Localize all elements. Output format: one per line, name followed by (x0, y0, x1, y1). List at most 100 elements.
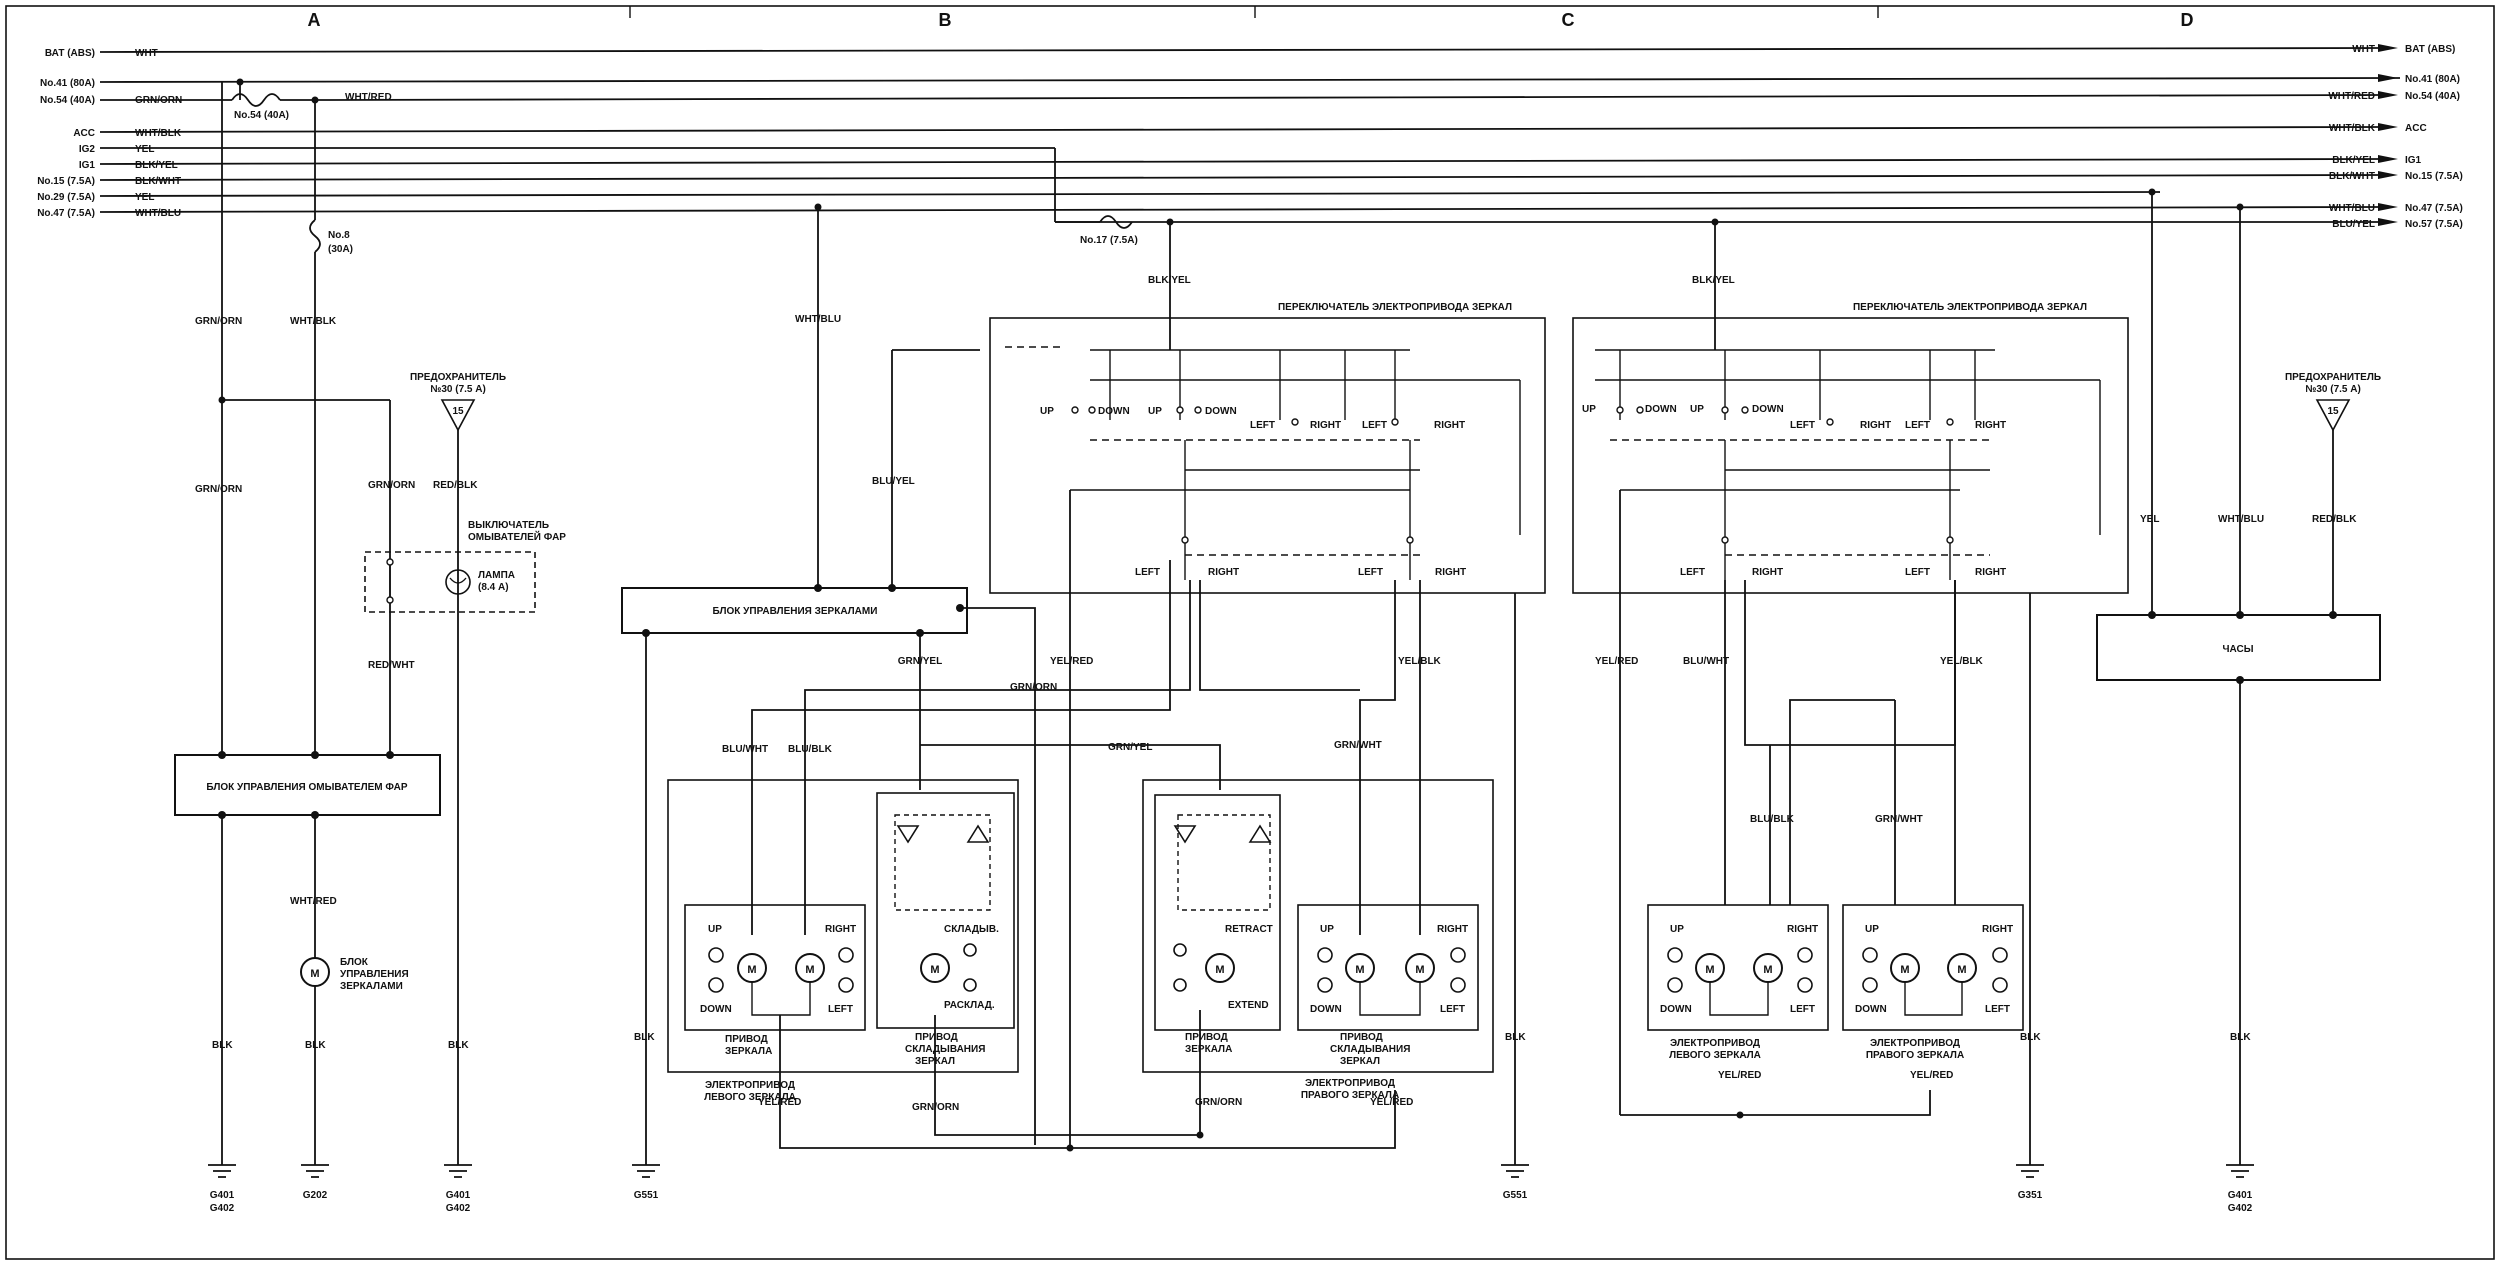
elec-left-label-a: ЭЛЕКТРОПРИВОД (705, 1080, 795, 1091)
fuse-8 (309, 219, 321, 253)
ra-left: LEFT (1440, 1004, 1465, 1015)
diagram-border (5, 5, 2495, 1260)
sw-left-right-1: RIGHT (1310, 420, 1341, 431)
grounds-c: G351 (2016, 1164, 2044, 1201)
fuse-triangle-a: ПРЕДОХРАНИТЕЛЬ №30 (7.5 А) 15 (410, 372, 506, 432)
fuse-8-label-a: No.8 (328, 230, 350, 241)
ground-g551-b: G551 (1503, 1190, 1528, 1201)
wire-grn-orn-b2: GRN/ORN (912, 1102, 959, 1113)
left-label-ig1: IG1 (79, 160, 96, 171)
wire-blu-yel-b: BLU/YEL (872, 476, 915, 487)
wire-blk-a2: BLK (305, 1040, 326, 1051)
mirror-unit-label-b: УПРАВЛЕНИЯ (340, 969, 409, 980)
left-label-no15: No.15 (7.5A) (37, 176, 95, 187)
fold-motor-left: M (930, 964, 939, 976)
column-c-lower-wires: YEL/RED BLU/WHT YEL/BLK BLU/BLK GRN/WHT … (1595, 490, 2041, 1165)
lc-right: RIGHT (1787, 924, 1818, 935)
la-motor-2: M (805, 964, 814, 976)
fuse-54: No.54 (40A) WHT/RED (231, 92, 392, 121)
left-wire-wht-blu: WHT/BLU (135, 208, 181, 219)
ground-g202: G202 (303, 1190, 328, 1201)
ground-g401-a: G401 (210, 1190, 235, 1201)
sw-left-right-4: RIGHT (1435, 567, 1466, 578)
fold-drive-label-a: ПРИВОД (915, 1032, 958, 1043)
lc-motor-1: M (1705, 964, 1714, 976)
left-wire-wht: WHT (135, 48, 158, 59)
motor-a-m: M (310, 968, 319, 980)
switch-title-right: ПЕРЕКЛЮЧАТЕЛЬ ЭЛЕКТРОПРИВОДА ЗЕРКАЛ (1853, 302, 2087, 313)
right-label-no15: No.15 (7.5A) (2405, 171, 2463, 182)
la-left: LEFT (828, 1004, 853, 1015)
left-power-labels: ВАТ (ABS) No.41 (80A) No.54 (40A) ACC IG… (37, 48, 182, 219)
left-label-no47: No.47 (7.5A) (37, 208, 95, 219)
sw-right-left-3: LEFT (1680, 567, 1705, 578)
extend-label: EXTEND (1228, 1000, 1269, 1011)
sw-left-right-3: RIGHT (1208, 567, 1239, 578)
ground-g402-b: G402 (446, 1203, 471, 1214)
switch-label-a: ВЫКЛЮЧАТЕЛЬ (468, 520, 549, 531)
elec-right-label-c: ЭЛЕКТРОПРИВОД (1870, 1038, 1960, 1049)
wire-blk-a1: BLK (212, 1040, 233, 1051)
left-label-ig2: IG2 (79, 144, 96, 155)
clock-label: ЧАСЫ (2222, 644, 2253, 655)
power-rails (99, 44, 2401, 226)
ground-g401-d: G401 (2228, 1190, 2253, 1201)
la-motor-1: M (747, 964, 756, 976)
ra-fold-drive-a: ПРИВОД (1340, 1032, 1383, 1043)
wire-blk-yel-c: BLK/YEL (1692, 275, 1735, 286)
wire-blk-b: BLK (634, 1032, 655, 1043)
ground-g401-b: G401 (446, 1190, 471, 1201)
wire-blu-blk-b: BLU/BLK (788, 744, 833, 755)
lc-down: DOWN (1660, 1004, 1692, 1015)
fuse-17 (1099, 215, 1133, 229)
right-power-labels: BAT (ABS) No.41 (80A) No.54 (40A) ACC IG… (2328, 44, 2462, 230)
right-wire-wht: WHT (2352, 44, 2375, 55)
washer-unit-label: БЛОК УПРАВЛЕНИЯ ОМЫВАТЕЛЕМ ФАР (206, 782, 407, 793)
predo-d-label-b: №30 (7.5 А) (2305, 384, 2361, 395)
ra-right: RIGHT (1437, 924, 1468, 935)
mirror-control-unit: БЛОК УПРАВЛЕНИЯ ЗЕРКАЛАМИ (621, 584, 968, 637)
elec-right-label-d: ПРАВОГО ЗЕРКАЛА (1866, 1050, 1964, 1061)
left-label-acc: ACC (73, 128, 95, 139)
sw-left-left-2: LEFT (1362, 420, 1387, 431)
la-right: RIGHT (825, 924, 856, 935)
fuse-54-label: No.54 (40A) (234, 110, 289, 121)
right-label-no57: No.57 (7.5A) (2405, 219, 2463, 230)
wire-grn-orn-a1: GRN/ORN (195, 316, 242, 327)
elec-right-label-b: ПРАВОГО ЗЕРКАЛА (1301, 1090, 1399, 1101)
mirror-unit-label-c: ЗЕРКАЛАМИ (340, 981, 403, 992)
wire-grn-wht-b: GRN/WHT (1334, 740, 1382, 751)
right-mirror-actuator-c: UP RIGHT DOWN LEFT M M ЭЛЕКТРОПРИВОД ПРА… (1842, 904, 2024, 1061)
wire-blu-wht-b: BLU/WHT (722, 744, 768, 755)
sw-right-right-4: RIGHT (1975, 567, 2006, 578)
fold-label-left: СКЛАДЫВ. (944, 924, 999, 935)
sw-left-left-4: LEFT (1358, 567, 1383, 578)
wire-yel-red-c2: YEL/RED (1718, 1070, 1761, 1081)
right-wire-blu-yel: BLU/YEL (2332, 219, 2375, 230)
fold-drive-label-c: ЗЕРКАЛ (915, 1056, 955, 1067)
wire-wht-red-label: WHT/RED (345, 92, 392, 103)
sw-right-right-2: RIGHT (1975, 420, 2006, 431)
column-headers: A B C D (308, 6, 2194, 30)
sw-left-left-1: LEFT (1250, 420, 1275, 431)
column-b: B (939, 10, 952, 30)
sw-right-left-1: LEFT (1790, 420, 1815, 431)
sw-left-left-3: LEFT (1135, 567, 1160, 578)
wire-grn-orn-b3: GRN/ORN (1195, 1097, 1242, 1108)
left-mirror-actuator: ЭЛЕКТРОПРИВОД ЛЕВОГО ЗЕРКАЛА UP RIGHT DO… (667, 779, 1019, 1103)
sw-right-up-2: UP (1690, 404, 1704, 415)
wire-yel-red-c3: YEL/RED (1910, 1070, 1953, 1081)
predo-d-label: ПРЕДОХРАНИТЕЛЬ (2285, 372, 2381, 383)
predo-d-num: 15 (2327, 406, 2339, 417)
ground-g351: G351 (2018, 1190, 2043, 1201)
left-label-no41: No.41 (80A) (40, 78, 95, 89)
fold-drive-label-b: СКЛАДЫВАНИЯ (905, 1044, 985, 1055)
la-down: DOWN (700, 1004, 732, 1015)
wire-wht-blu-d: WHT/BLU (2218, 514, 2264, 525)
right-label-bat: BAT (ABS) (2405, 44, 2455, 55)
right-wire-blk-yel: BLK/YEL (2332, 155, 2375, 166)
washer-control-unit: БЛОК УПРАВЛЕНИЯ ОМЫВАТЕЛЕМ ФАР (174, 751, 441, 819)
sw-right-right-1: RIGHT (1860, 420, 1891, 431)
column-a-wiring: GRN/ORN GRN/ORN WHT/BLK GRN/ORN RED/BLK … (195, 82, 478, 1165)
la-up: UP (708, 924, 722, 935)
